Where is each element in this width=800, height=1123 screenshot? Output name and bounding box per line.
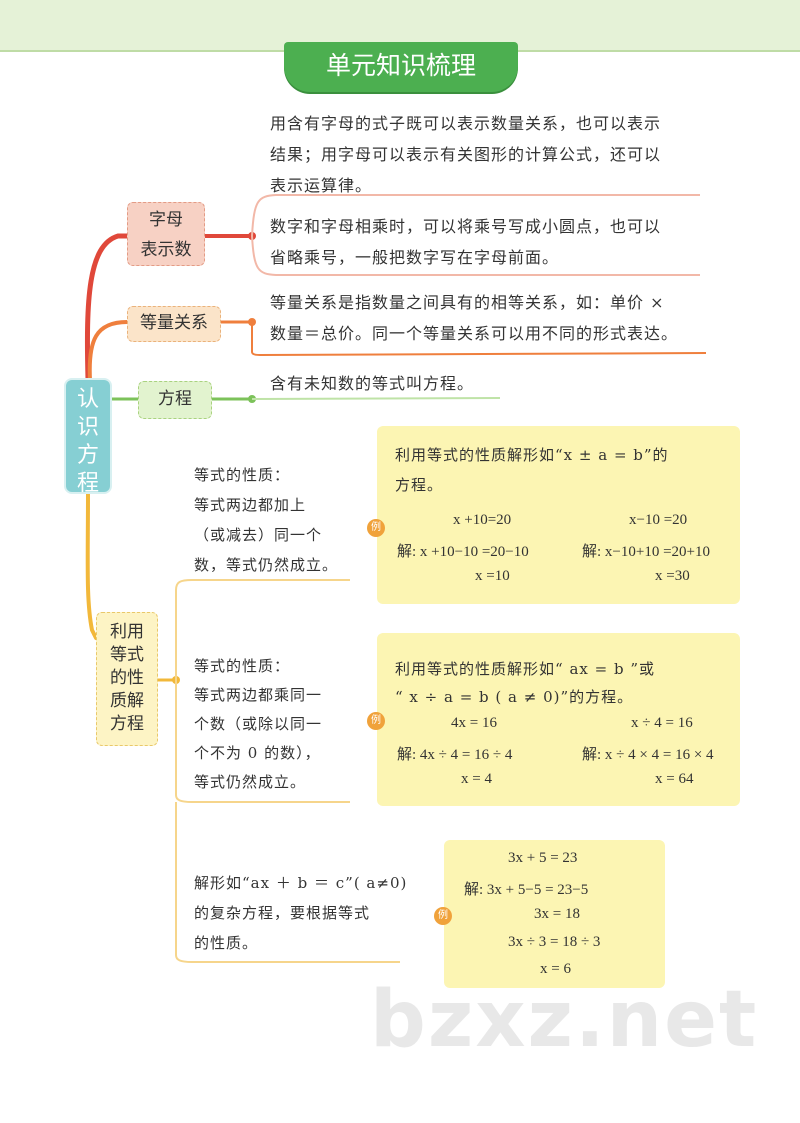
node-label-line: 利用 bbox=[110, 622, 144, 642]
example-1-left-line: x =10 bbox=[475, 568, 510, 584]
example-2-left-line: x = 4 bbox=[461, 771, 492, 787]
example-1-right-line: x−10 =20 bbox=[629, 512, 688, 528]
example-2-intro: 利用等式的性质解形如“ ax = b ”或 “ x ÷ a = b ( a ≠ … bbox=[395, 655, 735, 711]
node-letters-as-numbers: 字母 表示数 bbox=[127, 202, 205, 266]
text-line: 利用等式的性质解形如“x ± a = b”的 bbox=[395, 446, 669, 464]
root-node: 认识方程 bbox=[66, 380, 110, 496]
example-3-line: 解: 3x + 5−5 = 23−5 bbox=[464, 882, 589, 898]
example-2-right-line: x = 64 bbox=[655, 771, 694, 787]
text-line: 等式的性质： bbox=[194, 657, 291, 675]
example-box-3: 3x + 5 = 23 解: 3x + 5−5 = 23−5 3x = 18 3… bbox=[444, 840, 665, 988]
text-line: 数量＝总价。同一个等量关系可以用不同的形式表达。 bbox=[270, 324, 679, 343]
text-line: 数字和字母相乘时，可以将乘号写成小圆点，也可以 bbox=[270, 217, 662, 236]
node-label-line: 表示数 bbox=[140, 240, 192, 260]
example-box-1: 利用等式的性质解形如“x ± a = b”的 方程。 x +10=20 解: x… bbox=[377, 426, 740, 604]
example-1-left-line: x +10=20 bbox=[453, 512, 512, 528]
node-label-line: 质解 bbox=[110, 691, 144, 711]
root-label: 认识方程 bbox=[76, 387, 99, 496]
text-line: “ x ÷ a = b ( a ≠ 0)”的方程。 bbox=[395, 688, 634, 706]
text-line: 结果；用字母可以表示有关图形的计算公式，还可以 bbox=[270, 145, 662, 164]
example-badge-icon: 例 bbox=[434, 907, 452, 925]
example-2-right-line: x ÷ 4 = 16 bbox=[631, 715, 693, 731]
equation-definition: 含有未知数的等式叫方程。 bbox=[270, 374, 475, 393]
example-badge-icon: 例 bbox=[367, 519, 385, 537]
example-2-left-line: 解: 4x ÷ 4 = 16 ÷ 4 bbox=[397, 747, 513, 763]
text-line: 解形如“ax ＋ b ＝ c”( a≠0) bbox=[194, 874, 408, 892]
text-line: 省略乘号，一般把数字写在字母前面。 bbox=[270, 248, 560, 267]
example-1-right-line: 解: x−10+10 =20+10 bbox=[582, 544, 711, 560]
example-box-2: 利用等式的性质解形如“ ax = b ”或 “ x ÷ a = b ( a ≠ … bbox=[377, 633, 740, 806]
example-3-line: 3x = 18 bbox=[534, 906, 580, 922]
text-line: 等式两边都乘同一 bbox=[194, 686, 323, 704]
example-3-line: x = 6 bbox=[540, 961, 571, 977]
text-line: 表示运算律。 bbox=[270, 176, 373, 195]
property-1-text: 等式的性质： 等式两边都加上 （或减去）同一个 数，等式仍然成立。 bbox=[194, 460, 364, 580]
node-label-line: 字母 bbox=[149, 210, 183, 230]
text-line: 等式两边都加上 bbox=[194, 496, 307, 514]
node-label-line: 等式 bbox=[110, 645, 144, 665]
letters-text-1: 用含有字母的式子既可以表示数量关系，也可以表示 结果；用字母可以表示有关图形的计… bbox=[270, 108, 710, 201]
example-1-left-line: 解: x +10−10 =20−10 bbox=[397, 544, 529, 560]
example-3-line: 3x + 5 = 23 bbox=[508, 850, 578, 866]
watermark: bzxz.net bbox=[370, 975, 759, 1065]
text-line: 等式的性质： bbox=[194, 466, 291, 484]
example-1-right-line: x =30 bbox=[655, 568, 690, 584]
text-line: 利用等式的性质解形如“ ax = b ”或 bbox=[395, 660, 655, 678]
example-2-left-line: 4x = 16 bbox=[451, 715, 497, 731]
node-label-line: 的性 bbox=[110, 668, 144, 688]
letters-text-2: 数字和字母相乘时，可以将乘号写成小圆点，也可以 省略乘号，一般把数字写在字母前面… bbox=[270, 211, 710, 273]
node-equation: 方程 bbox=[138, 381, 212, 419]
node-solve-equations: 利用 等式 的性 质解 方程 bbox=[96, 612, 158, 746]
text-line: 的性质。 bbox=[194, 934, 259, 952]
example-badge-icon: 例 bbox=[367, 712, 385, 730]
text-line: 等量关系是指数量之间具有的相等关系，如：单价 × bbox=[270, 293, 665, 312]
property-2-text: 等式的性质： 等式两边都乘同一 个数（或除以同一 个不为 0 的数）， 等式仍然… bbox=[194, 652, 364, 797]
text-line: 数，等式仍然成立。 bbox=[194, 556, 339, 574]
property-3-text: 解形如“ax ＋ b ＝ c”( a≠0) 的复杂方程，要根据等式 的性质。 bbox=[194, 868, 414, 958]
node-equality-relation: 等量关系 bbox=[127, 306, 221, 342]
text-line: 方程。 bbox=[395, 476, 444, 494]
page-title: 单元知识梳理 bbox=[284, 42, 518, 92]
node-label-line: 方程 bbox=[110, 714, 144, 734]
example-2-right-line: 解: x ÷ 4 × 4 = 16 × 4 bbox=[582, 747, 714, 763]
text-line: 等式仍然成立。 bbox=[194, 773, 307, 791]
text-line: 个数（或除以同一 bbox=[194, 715, 323, 733]
text-line: 的复杂方程，要根据等式 bbox=[194, 904, 371, 922]
text-line: （或减去）同一个 bbox=[194, 526, 323, 544]
example-3-line: 3x ÷ 3 = 18 ÷ 3 bbox=[508, 934, 601, 950]
text-line: 个不为 0 的数）， bbox=[194, 744, 321, 762]
text-line: 用含有字母的式子既可以表示数量关系，也可以表示 bbox=[270, 114, 662, 133]
equality-relation-text: 等量关系是指数量之间具有的相等关系，如：单价 × 数量＝总价。同一个等量关系可以… bbox=[270, 287, 710, 349]
example-1-intro: 利用等式的性质解形如“x ± a = b”的 方程。 bbox=[395, 440, 735, 500]
